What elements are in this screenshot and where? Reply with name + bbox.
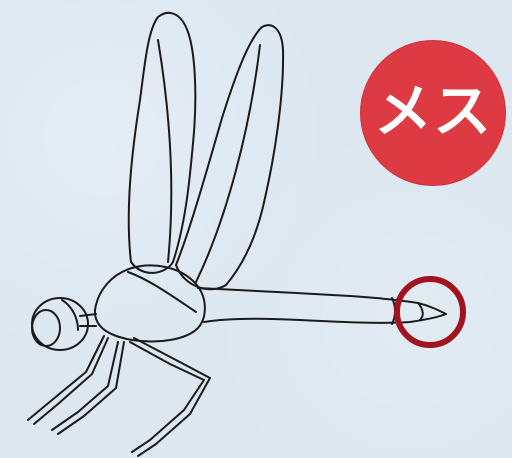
eye [32, 310, 60, 346]
thorax-line [128, 272, 196, 312]
abdomen-tip [418, 303, 423, 320]
leg-middle [52, 342, 124, 434]
left-wing [129, 13, 196, 273]
thorax [95, 265, 205, 341]
head-line [62, 300, 78, 330]
badge-label: メス [374, 82, 492, 140]
left-wing-vein [158, 40, 171, 262]
highlight-circle [397, 279, 463, 345]
abdomen [198, 288, 446, 323]
female-badge: メス [360, 40, 506, 186]
leg-rear [130, 338, 210, 456]
